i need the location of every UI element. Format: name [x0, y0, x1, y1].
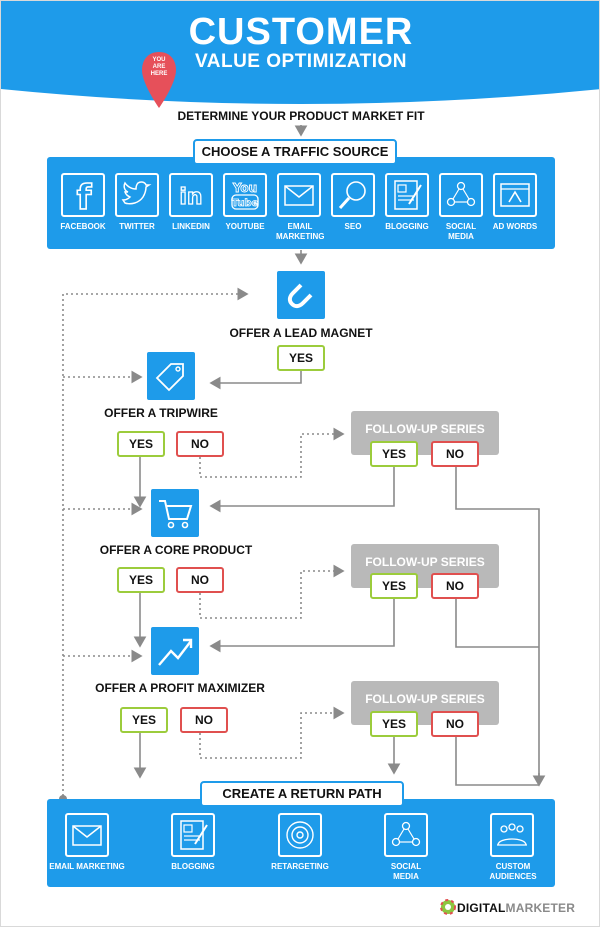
trend-up-icon [151, 627, 199, 675]
social-media-icon [384, 813, 428, 857]
pin-label: YOU ARE HERE [140, 57, 178, 78]
return-label: BLOGGING [171, 862, 215, 871]
blogging-icon [171, 813, 215, 857]
traffic-label: BLOGGING [385, 222, 429, 231]
traffic-label: TWITTER [119, 222, 155, 231]
email-icon [65, 813, 109, 857]
cart-icon [151, 489, 199, 537]
traffic-label: LINKEDIN [172, 222, 210, 231]
return-label: SOCIAL MEDIA [390, 862, 422, 881]
core-product-no: NO [176, 567, 224, 593]
core-product-label: OFFER A CORE PRODUCT [99, 543, 253, 557]
follow-up-3-yes: YES [370, 711, 418, 737]
follow-up-label: FOLLOW-UP SERIES [365, 692, 485, 706]
social-media-icon [439, 173, 483, 217]
lead-magnet-label: OFFER A LEAD MAGNET [229, 326, 373, 340]
brand-marketer: MARKETER [505, 901, 576, 915]
pin-label-line: ARE [152, 64, 166, 70]
brand-digital: DIGITAL [457, 901, 506, 915]
traffic-label: YOUTUBE [225, 222, 265, 231]
email-icon [277, 173, 321, 217]
traffic-label: FACEBOOK [60, 222, 106, 231]
adwords-icon [493, 173, 537, 217]
blogging-icon [385, 173, 429, 217]
tag-icon [147, 352, 195, 400]
page-title: CUSTOMER [188, 11, 414, 53]
tripwire-label: OFFER A TRIPWIRE [104, 406, 218, 420]
core-product-yes: YES [117, 567, 165, 593]
follow-up-label: FOLLOW-UP SERIES [365, 555, 485, 569]
svg-text:f: f [77, 178, 93, 215]
digital-marketer-logo-icon [440, 899, 456, 915]
return-label: RETARGETING [271, 862, 329, 871]
audience-icon [490, 813, 534, 857]
profit-maximizer-yes: YES [120, 707, 168, 733]
traffic-label: SEO [344, 222, 362, 231]
linkedin-icon: in [169, 173, 213, 217]
follow-up-3-no: NO [431, 711, 479, 737]
follow-up-label: FOLLOW-UP SERIES [365, 422, 485, 436]
youtube-glyph-bottom: Tube [232, 198, 259, 209]
return-label: CUSTOM AUDIENCES [489, 862, 537, 881]
tripwire-no: NO [176, 431, 224, 457]
traffic-label: SOCIAL MEDIA [445, 222, 477, 241]
follow-up-1-yes: YES [370, 441, 418, 467]
profit-maximizer-label: OFFER A PROFIT MAXIMIZER [95, 681, 265, 695]
youtube-glyph-top: You [232, 181, 257, 195]
follow-up-1-no: NO [431, 441, 479, 467]
facebook-icon: f [61, 173, 105, 217]
step-determine-market-fit: DETERMINE YOUR PRODUCT MARKET FIT [177, 109, 425, 123]
page-subtitle: VALUE OPTIMIZATION [194, 51, 407, 72]
youtube-icon: You Tube [223, 173, 267, 217]
pin-label-line: HERE [150, 71, 168, 77]
brand-name: DIGITALMARKETER [457, 901, 575, 915]
return-label: EMAIL MARKETING [49, 862, 125, 871]
traffic-label: AD WORDS [492, 222, 538, 231]
magnifier-icon [331, 173, 375, 217]
profit-maximizer-no: NO [180, 707, 228, 733]
you-are-here-pin-icon [142, 52, 176, 108]
return-path-heading: CREATE A RETURN PATH [200, 781, 404, 807]
tripwire-yes: YES [117, 431, 165, 457]
follow-up-2-no: NO [431, 573, 479, 599]
twitter-icon [115, 173, 159, 217]
traffic-source-heading: CHOOSE A TRAFFIC SOURCE [193, 139, 397, 165]
pin-label-line: YOU [152, 57, 166, 63]
target-icon [278, 813, 322, 857]
lead-magnet-yes: YES [277, 345, 325, 371]
linkedin-glyph: in [179, 185, 202, 210]
follow-up-2-yes: YES [370, 573, 418, 599]
magnet-icon [277, 271, 325, 319]
traffic-label: EMAIL MARKETING [276, 222, 325, 241]
